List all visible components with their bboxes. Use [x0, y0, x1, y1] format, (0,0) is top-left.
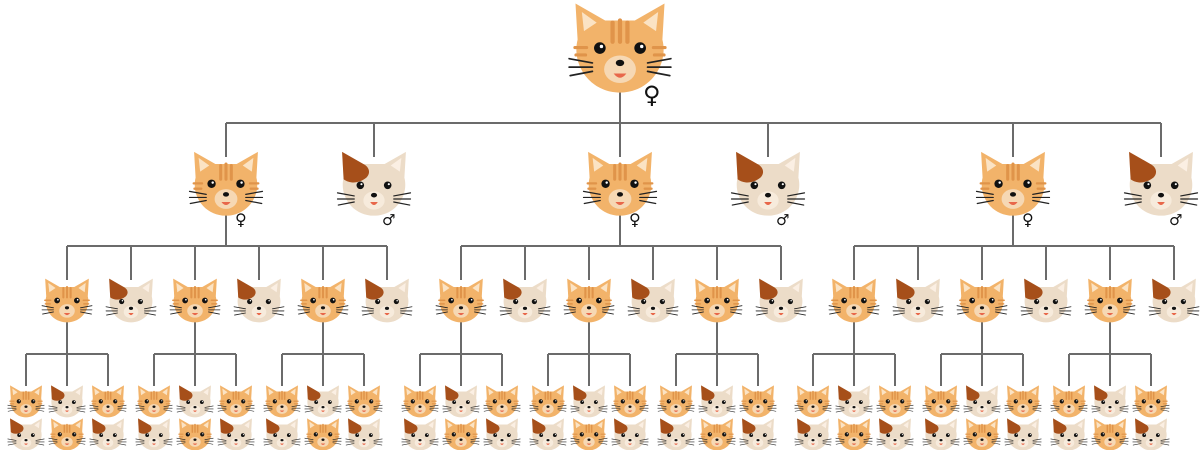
calico-cat-icon	[1123, 151, 1199, 217]
tabby-cat-icon	[442, 418, 480, 450]
calico-cat-icon	[835, 385, 873, 418]
calico-cat-icon	[176, 385, 214, 418]
connector-lines	[25, 86, 1175, 386]
tabby-cat-icon	[876, 385, 914, 418]
tabby-cat-icon	[401, 385, 439, 418]
calico-cat-icon	[135, 418, 173, 450]
female-symbol: ♀	[1022, 210, 1034, 229]
calico-cat-icon	[698, 385, 736, 418]
calico-cat-icon	[336, 151, 412, 217]
calico-cat-icon	[794, 418, 832, 450]
tabby-cat-icon	[41, 278, 93, 323]
tabby-cat-icon	[657, 385, 695, 418]
calico-cat-icon	[442, 385, 480, 418]
tabby-cat-icon	[176, 418, 214, 450]
calico-cat-icon	[105, 278, 157, 323]
tabby-cat-icon	[563, 278, 615, 323]
female-symbol: ♀	[629, 210, 641, 229]
calico-cat-icon	[963, 385, 1001, 418]
tabby-cat-icon	[1084, 278, 1136, 323]
calico-cat-icon	[304, 385, 342, 418]
tabby-cat-icon	[435, 278, 487, 323]
calico-cat-icon	[345, 418, 383, 450]
tabby-cat-icon	[135, 385, 173, 418]
calico-cat-icon	[233, 278, 285, 323]
tabby-cat-icon	[956, 278, 1008, 323]
calico-cat-icon	[263, 418, 301, 450]
calico-cat-icon	[739, 418, 777, 450]
tabby-cat-icon	[297, 278, 349, 323]
calico-cat-icon	[627, 278, 679, 323]
tabby-cat-icon	[922, 385, 960, 418]
tabby-cat-icon	[963, 418, 1001, 450]
male-symbol: ♂	[382, 211, 395, 229]
tabby-cat-icon	[48, 418, 86, 450]
calico-cat-icon	[570, 385, 608, 418]
tabby-cat-icon	[529, 385, 567, 418]
calico-cat-icon	[892, 278, 944, 323]
calico-cat-icon	[401, 418, 439, 450]
calico-cat-icon	[89, 418, 127, 450]
tabby-cat-icon	[835, 418, 873, 450]
calico-cat-icon	[1004, 418, 1042, 450]
tabby-cat-icon	[568, 2, 672, 94]
tabby-cat-icon	[217, 385, 255, 418]
tabby-cat-icon	[570, 418, 608, 450]
female-symbol: ♀	[235, 210, 247, 229]
calico-cat-icon	[48, 385, 86, 418]
tabby-cat-icon	[263, 385, 301, 418]
calico-cat-icon	[657, 418, 695, 450]
tabby-cat-icon	[611, 385, 649, 418]
tabby-cat-icon	[483, 385, 521, 418]
tabby-cat-icon	[582, 151, 658, 217]
tabby-cat-icon	[794, 385, 832, 418]
calico-cat-icon	[1091, 385, 1129, 418]
calico-cat-icon	[499, 278, 551, 323]
calico-cat-icon	[217, 418, 255, 450]
tabby-cat-icon	[698, 418, 736, 450]
calico-cat-icon	[755, 278, 807, 323]
tabby-cat-icon	[1132, 385, 1170, 418]
tabby-cat-icon	[7, 385, 45, 418]
tabby-cat-icon	[1050, 385, 1088, 418]
tabby-cat-icon	[828, 278, 880, 323]
calico-cat-icon	[7, 418, 45, 450]
calico-cat-icon	[922, 418, 960, 450]
tabby-cat-icon	[1004, 385, 1042, 418]
tabby-cat-icon	[739, 385, 777, 418]
calico-cat-icon	[1148, 278, 1200, 323]
tabby-cat-icon	[304, 418, 342, 450]
female-symbol: ♀	[643, 81, 661, 109]
tabby-cat-icon	[1091, 418, 1129, 450]
male-symbol: ♂	[1169, 211, 1182, 229]
tabby-cat-icon	[188, 151, 264, 217]
calico-cat-icon	[1020, 278, 1072, 323]
male-symbol: ♂	[776, 211, 789, 229]
tabby-cat-icon	[89, 385, 127, 418]
calico-cat-icon	[876, 418, 914, 450]
calico-cat-icon	[361, 278, 413, 323]
calico-cat-icon	[1050, 418, 1088, 450]
cat-nodes	[7, 2, 1200, 450]
tabby-cat-icon	[975, 151, 1051, 217]
tabby-cat-icon	[691, 278, 743, 323]
calico-cat-icon	[1132, 418, 1170, 450]
calico-cat-icon	[611, 418, 649, 450]
calico-cat-icon	[529, 418, 567, 450]
tabby-cat-icon	[169, 278, 221, 323]
calico-cat-icon	[483, 418, 521, 450]
sex-symbols: ♀ ♀ ♂ ♀ ♂ ♀ ♂	[235, 81, 1182, 229]
tabby-cat-icon	[345, 385, 383, 418]
calico-cat-icon	[730, 151, 806, 217]
